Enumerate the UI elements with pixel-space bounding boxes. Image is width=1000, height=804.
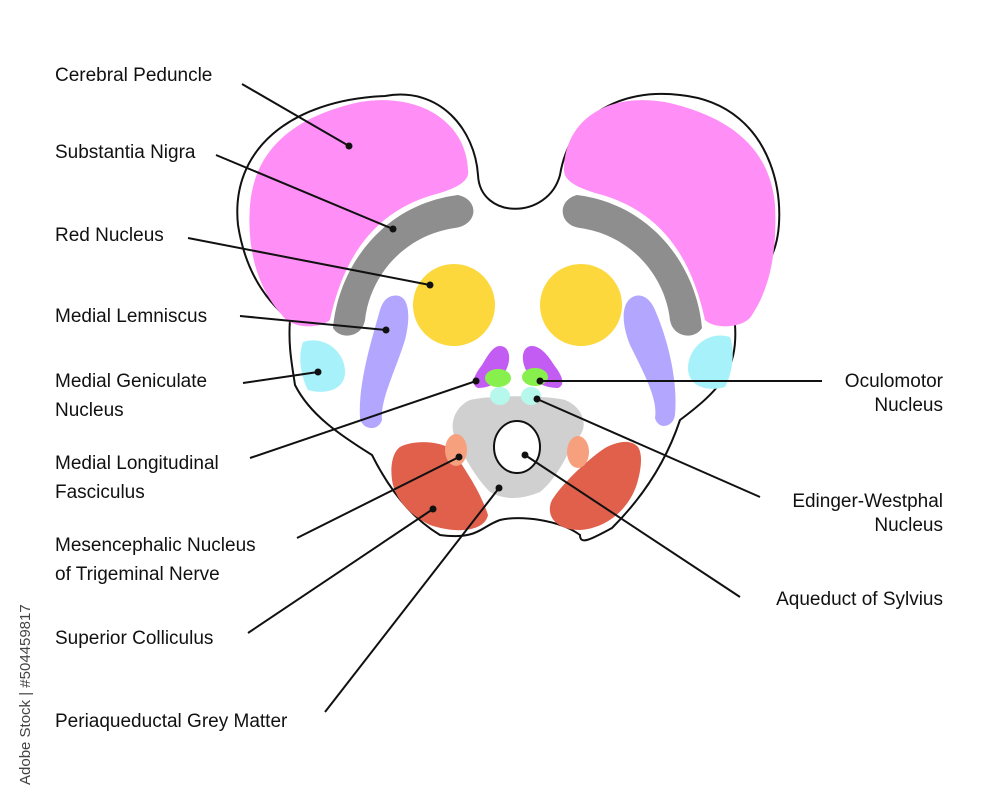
leader-dots <box>314 142 544 513</box>
label-superior-colliculus: Superior Colliculus <box>55 628 213 649</box>
dot-red-nucleus <box>426 281 434 289</box>
leader-mesencephalic <box>296 456 460 539</box>
label-medial-geniculate-line2: Nucleus <box>55 400 124 421</box>
medial-geniculate-left <box>300 340 345 392</box>
stock-credit: Adobe Stock | #504459817 <box>17 604 34 785</box>
label-periaqueductal: Periaqueductal Grey Matter <box>55 711 288 732</box>
label-medial-geniculate-line1: Medial Geniculate <box>55 371 207 392</box>
dot-edinger-westphal <box>533 395 541 403</box>
leader-medial-lemniscus <box>239 315 387 331</box>
leader-superior-colliculus <box>247 508 434 634</box>
edinger-westphal-right <box>522 368 548 386</box>
leader-medial-geniculate <box>242 371 319 384</box>
label-mlf-line2: Fasciculus <box>55 482 145 503</box>
leader-aqueduct <box>524 454 741 598</box>
mesencephalic-nucleus-left <box>445 434 467 466</box>
label-aqueduct: Aqueduct of Sylvius <box>776 589 943 610</box>
dot-aqueduct <box>521 451 529 459</box>
dot-periaqueductal <box>495 484 503 492</box>
label-mesencephalic-line1: Mesencephalic Nucleus <box>55 535 256 556</box>
dot-medial-geniculate <box>314 368 322 376</box>
dot-oculomotor <box>536 377 544 385</box>
dot-substantia-nigra <box>389 225 397 233</box>
red-nucleus-left <box>413 264 495 346</box>
substantia-nigra-right <box>562 195 702 336</box>
cerebral-peduncle-right <box>564 100 776 327</box>
dot-mesencephalic <box>455 453 463 461</box>
dot-medial-lemniscus <box>382 326 390 334</box>
aqueduct-of-sylvius <box>493 420 541 474</box>
leader-cerebral-peduncle <box>241 83 350 147</box>
leader-red-nucleus <box>187 237 431 286</box>
leader-mlf <box>249 380 477 459</box>
dot-superior-colliculus <box>429 505 437 513</box>
label-edinger-line1: Edinger-Westphal <box>792 491 943 512</box>
label-cerebral-peduncle: Cerebral Peduncle <box>55 65 212 86</box>
dot-cerebral-peduncle <box>345 142 353 150</box>
label-oculomotor-line1: Oculomotor <box>845 371 944 392</box>
cerebral-peduncle-left <box>249 100 469 327</box>
mesencephalic-nucleus-right <box>567 436 589 468</box>
medial-geniculate-right <box>688 335 733 389</box>
label-substantia-nigra: Substantia Nigra <box>55 142 196 163</box>
superior-colliculus-right <box>549 441 641 530</box>
leader-substantia-nigra <box>215 154 394 230</box>
label-edinger-line2: Nucleus <box>874 515 943 536</box>
medial-lemniscus-right <box>623 295 676 426</box>
leader-periaqueductal <box>324 487 500 713</box>
medial-lemniscus-left <box>359 295 409 429</box>
leader-lines <box>187 83 822 713</box>
label-oculomotor-line2: Nucleus <box>874 395 943 416</box>
label-mesencephalic-line2: of Trigeminal Nerve <box>55 564 220 585</box>
label-mlf-line1: Medial Longitudinal <box>55 453 219 474</box>
label-medial-lemniscus: Medial Lemniscus <box>55 306 207 327</box>
dot-mlf <box>472 377 480 385</box>
superior-colliculus-left <box>391 442 488 531</box>
mlf-left <box>490 387 510 405</box>
leader-edinger-westphal <box>536 398 761 498</box>
label-red-nucleus: Red Nucleus <box>55 225 164 246</box>
substantia-nigra-left <box>333 195 474 336</box>
red-nucleus-right <box>540 264 622 346</box>
edinger-westphal-left <box>485 369 511 387</box>
